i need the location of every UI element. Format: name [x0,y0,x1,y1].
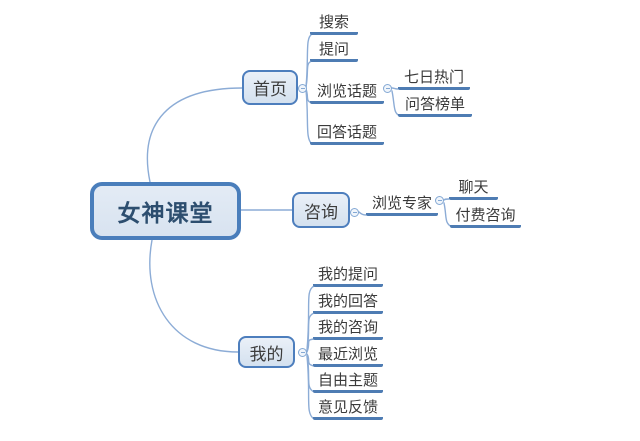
collapse-button-browse-topics[interactable] [383,84,392,93]
topic-my-consults[interactable]: 我的咨询 [313,318,383,340]
topic-home[interactable]: 首页 [242,70,298,105]
topic-search[interactable]: 搜索 [310,13,358,35]
topic-mine[interactable]: 我的 [238,336,295,368]
topic-qa-ranking[interactable]: 问答榜单 [398,95,472,117]
topic-free-topic[interactable]: 自由主题 [313,371,383,393]
minus-icon [352,212,357,213]
minus-icon [300,88,305,89]
collapse-button-mine[interactable] [298,348,307,357]
topic-my-questions[interactable]: 我的提问 [313,265,383,287]
topic-browse-experts[interactable]: 浏览专家 [366,194,438,216]
topic-feedback[interactable]: 意见反馈 [313,398,383,420]
topic-browse-topics[interactable]: 浏览话题 [310,82,384,104]
topic-paid-consult[interactable]: 付费咨询 [450,206,521,228]
root-topic[interactable]: 女神课堂 [90,182,241,240]
topic-consult[interactable]: 咨询 [292,192,350,228]
topic-seven-day-hot[interactable]: 七日热门 [398,68,470,90]
topic-recently-viewed[interactable]: 最近浏览 [313,345,383,367]
connector-experts-chat [443,198,450,201]
minus-icon [300,352,305,353]
collapse-button-browse-experts[interactable] [435,196,444,205]
collapse-button-home[interactable] [298,84,307,93]
connector-consult-experts [358,211,367,216]
minus-icon [385,88,390,89]
minus-icon [437,200,442,201]
topic-answer-topics[interactable]: 回答话题 [310,123,384,145]
connector-root-home [146,87,243,183]
topic-chat[interactable]: 聊天 [449,178,498,200]
topic-my-answers[interactable]: 我的回答 [313,292,383,314]
connector-root-mine [149,239,239,353]
collapse-button-consult[interactable] [350,208,359,217]
topic-ask[interactable]: 提问 [310,40,358,62]
